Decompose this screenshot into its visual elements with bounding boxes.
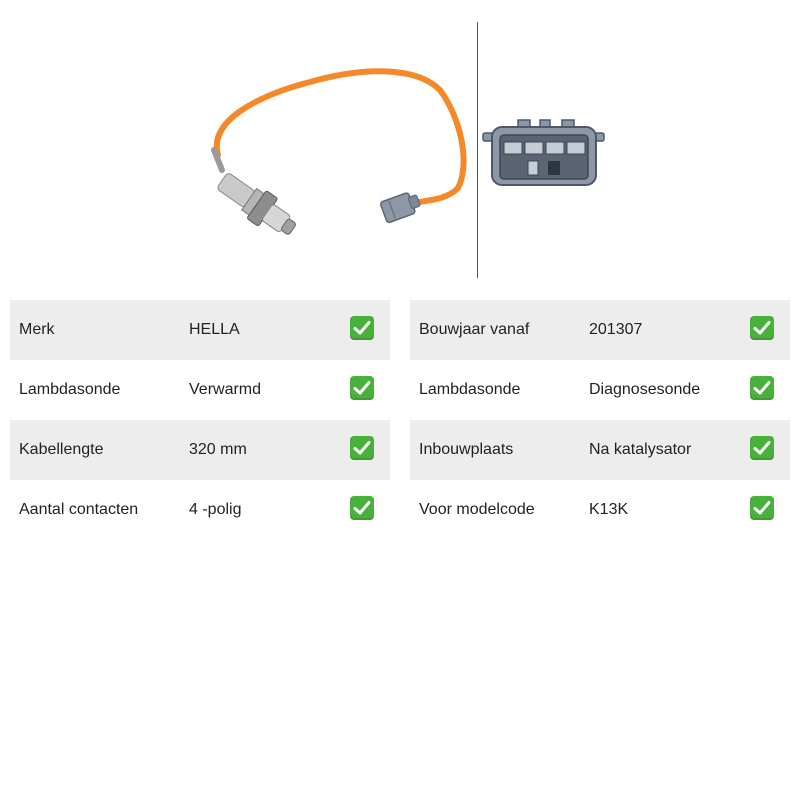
lambda-sensor-image xyxy=(211,68,467,235)
spec-row: Bouwjaar vanaf 201307 xyxy=(410,300,790,360)
spec-label: Voor modelcode xyxy=(419,501,535,518)
spec-value: 201307 xyxy=(589,321,643,338)
check-icon xyxy=(750,436,774,460)
spec-value: HELLA xyxy=(189,321,240,338)
check-icon xyxy=(350,496,374,520)
image-divider xyxy=(477,22,478,278)
product-images xyxy=(0,0,800,290)
spec-label: Merk xyxy=(19,321,55,338)
spec-value: K13K xyxy=(589,501,629,518)
check-icon xyxy=(350,316,374,340)
spec-row: Inbouwplaats Na katalysator xyxy=(410,420,790,480)
spec-value: Diagnosesonde xyxy=(589,381,701,398)
check-icon xyxy=(750,316,774,340)
check-icon xyxy=(750,496,774,520)
spec-label: Aantal contacten xyxy=(19,501,139,518)
spec-label: Kabellengte xyxy=(19,441,104,458)
spec-table-right: Bouwjaar vanaf 201307 Lambdasonde Diagno… xyxy=(410,300,790,540)
spec-row: Kabellengte 320 mm xyxy=(10,420,390,480)
spec-row: Lambdasonde Diagnosesonde xyxy=(410,360,790,420)
spec-label: Bouwjaar vanaf xyxy=(419,321,530,338)
check-icon xyxy=(750,376,774,400)
spec-value: Verwarmd xyxy=(189,381,262,398)
connector-image xyxy=(482,119,605,186)
spec-label: Inbouwplaats xyxy=(419,441,514,458)
spec-value: 320 mm xyxy=(189,441,247,458)
check-icon xyxy=(350,376,374,400)
spec-label: Lambdasonde xyxy=(19,381,121,398)
spec-table-left: Merk HELLA Lambdasonde Verwarmd Kabellen… xyxy=(10,300,390,540)
spec-row: Merk HELLA xyxy=(10,300,390,360)
spec-label: Lambdasonde xyxy=(419,381,521,398)
spec-value: 4 -polig xyxy=(189,501,242,518)
spec-value: Na katalysator xyxy=(589,441,692,458)
check-icon xyxy=(350,436,374,460)
spec-row: Aantal contacten 4 -polig xyxy=(10,480,390,540)
spec-row: Voor modelcode K13K xyxy=(410,480,790,540)
spec-row: Lambdasonde Verwarmd xyxy=(10,360,390,420)
